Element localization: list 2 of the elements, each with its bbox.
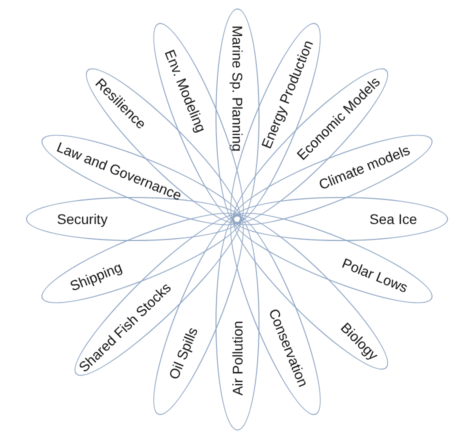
petal: Sea Ice <box>233 197 448 241</box>
petal: Air Pollution <box>215 215 259 430</box>
